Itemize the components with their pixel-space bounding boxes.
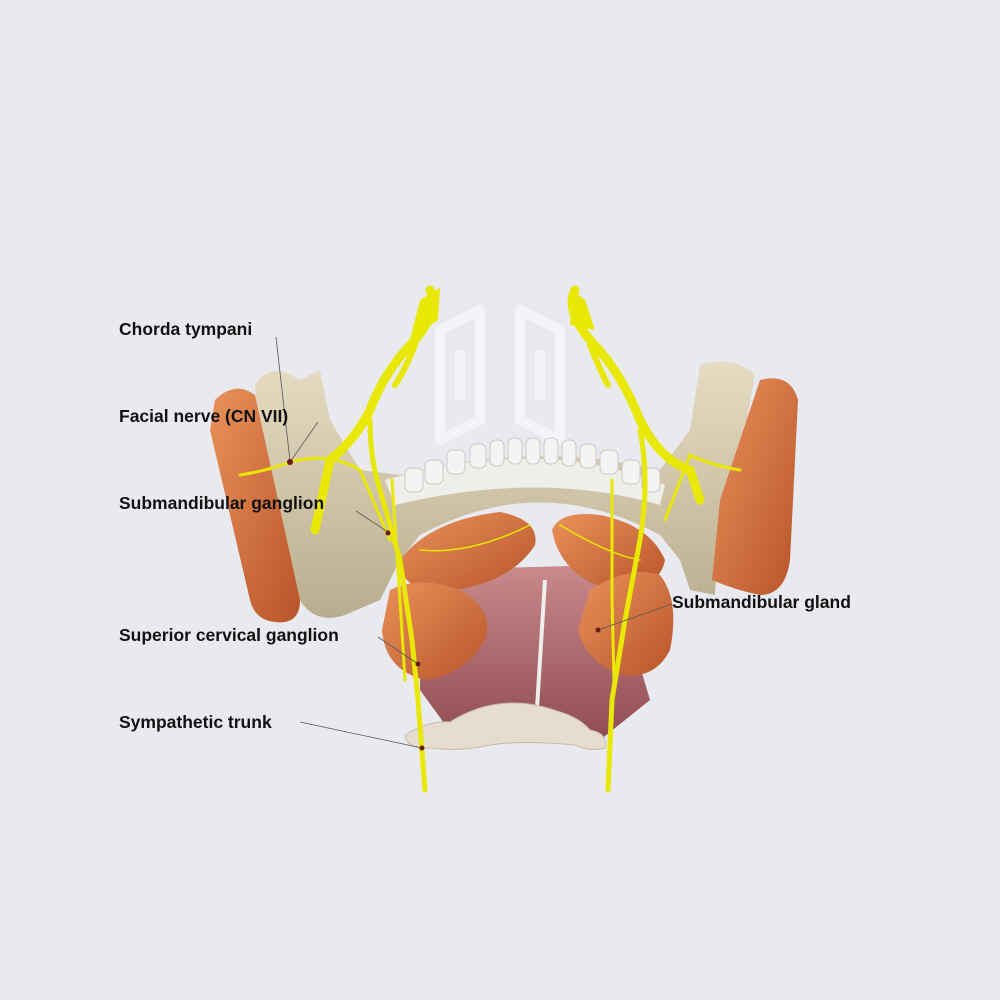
facial-nerve-trunk-left <box>410 288 440 340</box>
label-chorda-tympani: Chorda tympani <box>119 319 253 339</box>
parotid-gland-right <box>712 378 798 595</box>
label-submandibular-ganglion: Submandibular ganglion <box>119 493 325 513</box>
sublingual-gland-right <box>552 514 665 590</box>
watermark-logo <box>435 305 565 445</box>
leader-lines <box>275 336 673 749</box>
parotid-gland-left <box>210 388 300 623</box>
markers <box>287 459 601 751</box>
sublingual-gland-left <box>400 512 536 592</box>
label-facial-nerve: Facial nerve (CN VII) <box>119 406 289 426</box>
label-submandibular-gland: Submandibular gland <box>672 592 851 612</box>
hyoid-bone <box>404 702 606 750</box>
label-sympathetic-trunk: Sympathetic trunk <box>119 712 272 732</box>
label-superior-cervical-ganglion: Superior cervical ganglion <box>119 625 339 645</box>
facial-nerve-trunk-right <box>570 290 595 330</box>
